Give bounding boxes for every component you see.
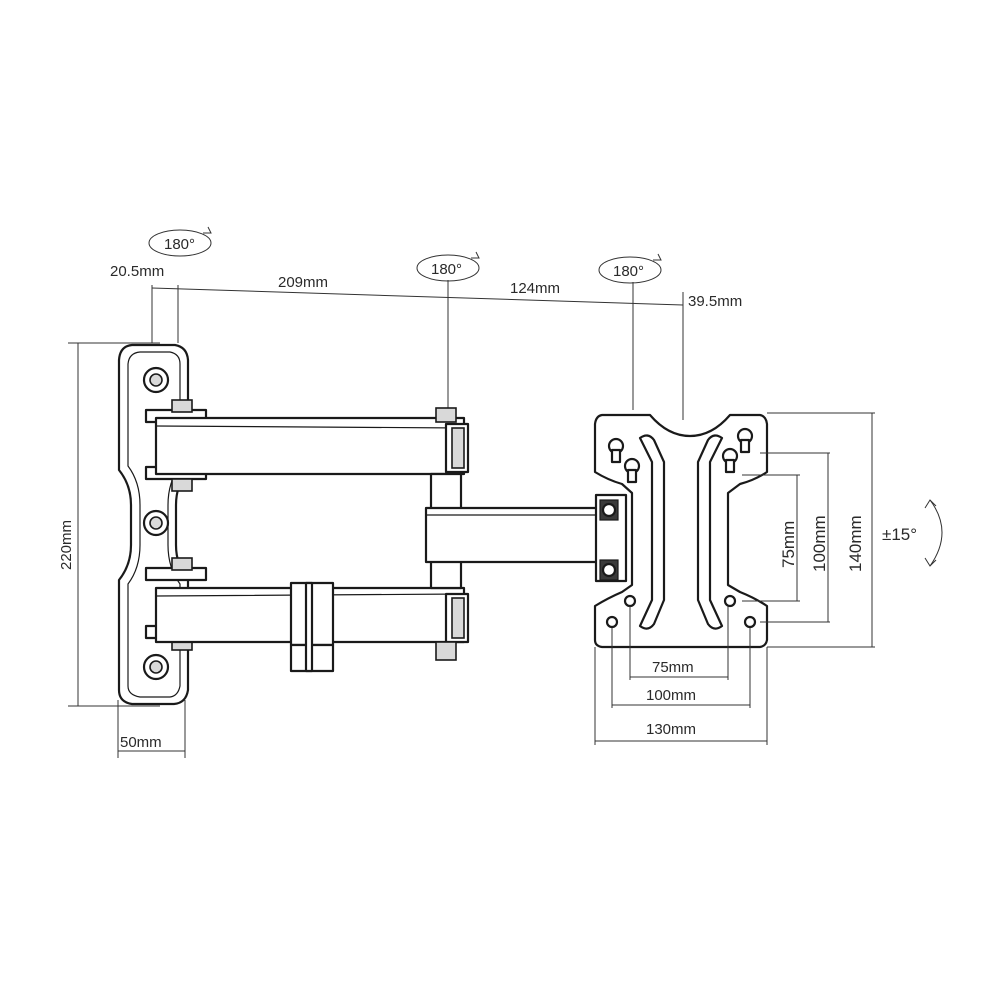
dim-vesa-h75: 75mm — [652, 659, 694, 676]
rotation-label-elbow: 180° — [431, 261, 462, 278]
rotation-indicator-elbow: 180° — [416, 251, 480, 282]
dim-wall-offset: 20.5mm — [110, 263, 164, 280]
rotation-label-head: 180° — [613, 263, 644, 280]
dim-arm2: 124mm — [510, 280, 560, 297]
vesa-horizontal-dimensions — [594, 606, 768, 745]
top-dimension-line — [151, 280, 684, 420]
dim-plate-w130: 130mm — [646, 721, 696, 738]
lower-arm — [144, 557, 470, 673]
plate-width-dimension — [117, 700, 186, 758]
vesa-plate — [593, 413, 769, 649]
dim-vesa-v75: 75mm — [779, 521, 798, 568]
dim-vesa-v100: 100mm — [810, 515, 829, 572]
dim-plate-h140: 140mm — [846, 515, 865, 572]
rotation-label-wall: 180° — [164, 236, 195, 253]
keyhole-holes — [607, 427, 754, 484]
vesa-vertical-dimensions — [742, 412, 875, 648]
dim-arm1: 209mm — [278, 274, 328, 291]
rotation-indicator-head: 180° — [598, 253, 662, 284]
dim-head-offset: 39.5mm — [688, 293, 742, 310]
tilt-indicator: ±15° — [882, 499, 943, 567]
dim-plate-width: 50mm — [120, 734, 162, 751]
rotation-indicator-wall: 180° — [148, 226, 212, 257]
tilt-label: ±15° — [882, 525, 917, 544]
height-dimension — [68, 342, 160, 707]
forearm — [424, 493, 628, 583]
dim-height: 220mm — [58, 520, 75, 570]
upper-arm — [144, 399, 470, 492]
dim-vesa-h100: 100mm — [646, 687, 696, 704]
